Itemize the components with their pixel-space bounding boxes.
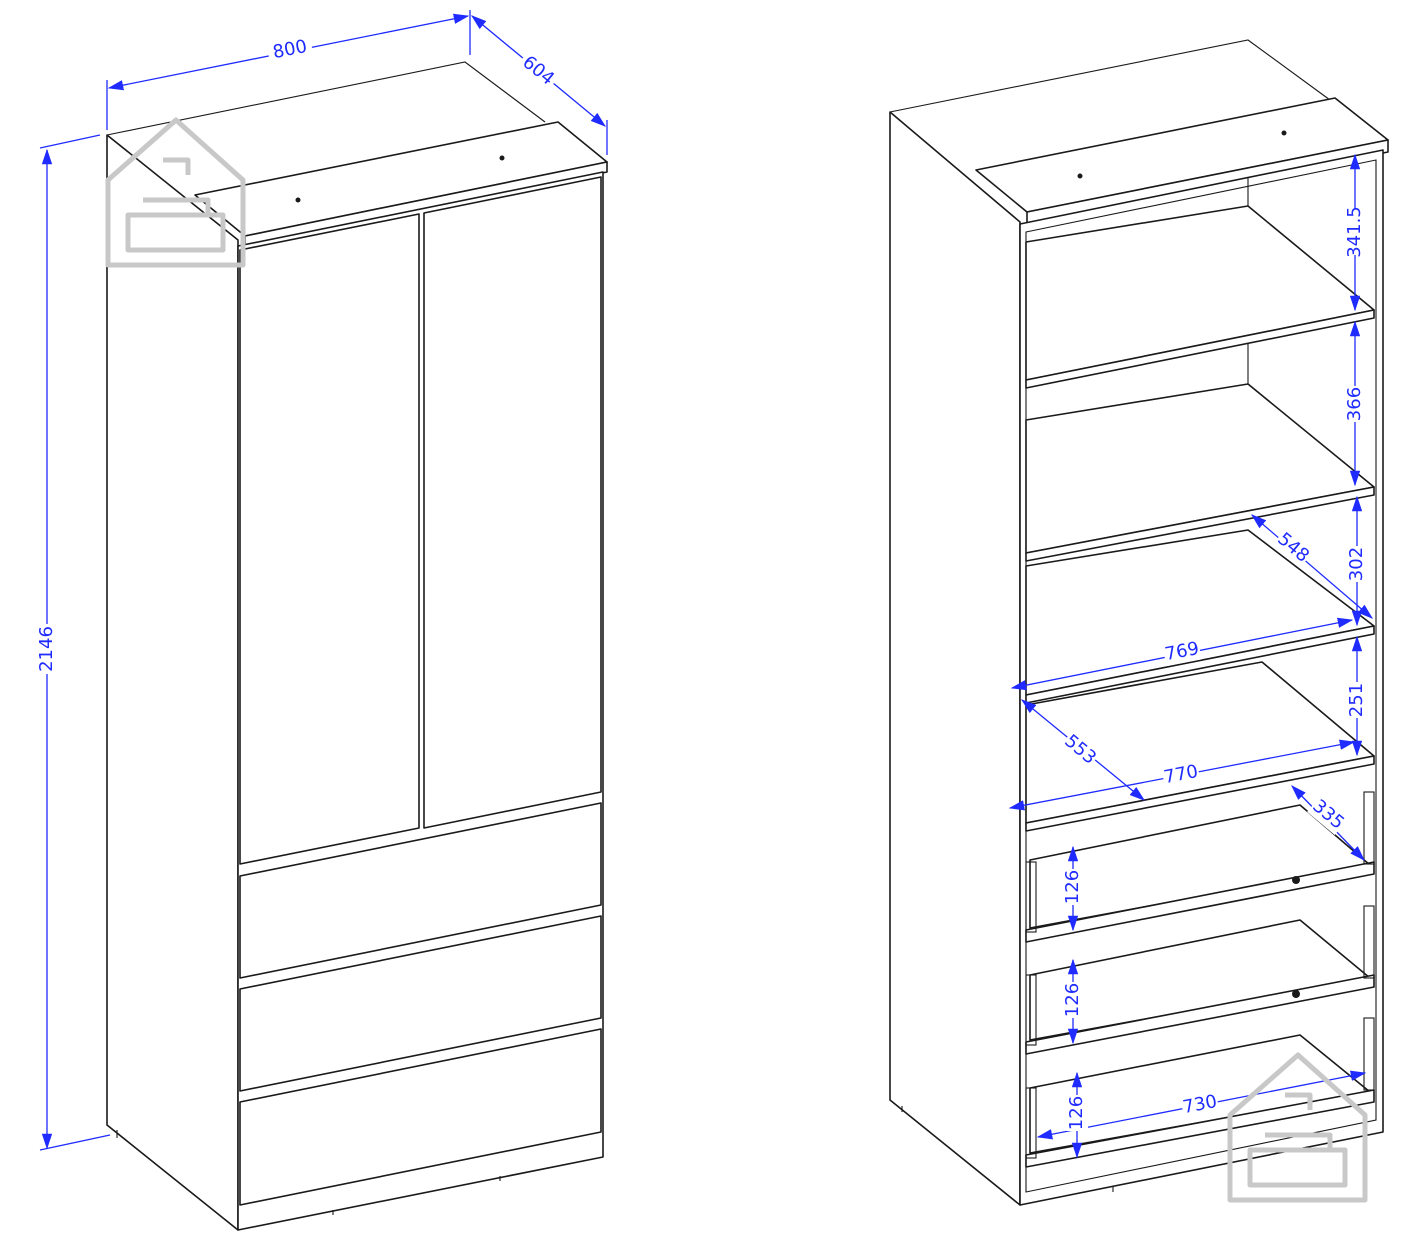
shelf-gap-2-label: 366 — [1344, 387, 1365, 421]
width-label: 800 — [271, 36, 309, 63]
right-side-panel — [889, 111, 1021, 1206]
open-wardrobe — [889, 39, 1389, 1206]
drawer-front — [1025, 861, 1375, 943]
drawer-height-2-label: 126 — [1062, 983, 1083, 1017]
drawer-height-3-label: 126 — [1066, 1096, 1087, 1130]
runner — [1363, 1017, 1375, 1091]
runner — [1025, 1087, 1037, 1159]
top-hole — [499, 155, 505, 161]
runner — [1025, 861, 1037, 933]
left-dimensions: 800 604 2146 — [36, 10, 608, 1151]
top-hole — [1281, 130, 1287, 136]
drawer-1 — [239, 802, 602, 979]
top-hole — [295, 197, 301, 203]
shelf-front — [1025, 309, 1375, 389]
runner — [1025, 974, 1037, 1046]
drawer-hole — [1292, 876, 1300, 884]
top-back-edge — [889, 39, 1331, 113]
shelf-gap-4-label: 251 — [1346, 683, 1367, 717]
drawer-hole — [1292, 990, 1300, 998]
door-right — [423, 176, 602, 829]
closed-wardrobe — [106, 61, 608, 1231]
watermark-house-icon — [1227, 1052, 1368, 1203]
shelf-front — [1025, 486, 1375, 562]
drawer-front — [1025, 974, 1375, 1055]
shelf-gap-1-label: 341.5 — [1344, 206, 1365, 258]
left-side-panel — [106, 134, 239, 1231]
runner — [1363, 905, 1375, 979]
drawer-height-1-label: 126 — [1062, 870, 1083, 904]
top-plate-front — [1026, 139, 1389, 225]
shelf-gap-3-label: 302 — [1346, 547, 1367, 581]
top-hole — [1077, 173, 1083, 179]
height-label: 2146 — [36, 626, 57, 672]
watermark-house-icon — [105, 117, 246, 268]
drawer-3 — [239, 1028, 602, 1206]
door-left — [239, 213, 420, 865]
drawer-2 — [239, 915, 602, 1092]
